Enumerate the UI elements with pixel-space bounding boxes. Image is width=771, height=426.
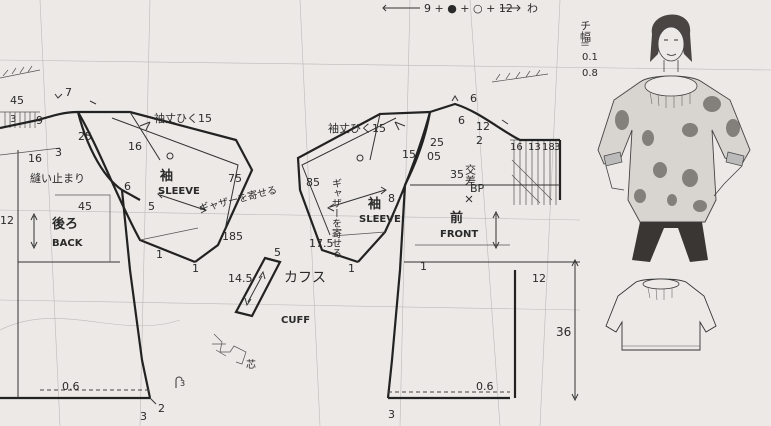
- back-sleeve-title: 袖丈ひく15: [154, 111, 212, 125]
- back-sleeve: 袖丈ひく15 16 75 袖 SLEEVE ギャザーを寄せる 185 1: [77, 110, 279, 275]
- back-label-jp: 後ろ: [52, 216, 78, 232]
- front-sleeve-n175: 17.5: [309, 237, 334, 250]
- back-n7: 7: [65, 86, 72, 99]
- cuff-label-jp: カフス: [284, 270, 326, 286]
- front-n06: 0.6: [476, 380, 494, 393]
- back-n3a: 3: [10, 114, 16, 125]
- back-bodice: 45 3 7 9 25 16 3 縫い止まり 12 45 6 5 1 後ろ BA…: [0, 65, 185, 423]
- back-sleeve-gather: ギャザーを寄せる: [198, 183, 279, 215]
- back-n45b: 45: [78, 200, 92, 213]
- side-note: チ幅 ＝ 0.1 0.8: [579, 20, 598, 79]
- legend-wa: わ: [527, 2, 538, 15]
- cuff-n5: 5: [274, 246, 281, 259]
- back-n3b: 3: [55, 146, 62, 159]
- back-sleeve-label-jp: 袖: [160, 168, 173, 184]
- back-n16a: 16: [28, 152, 42, 165]
- back-n3c: 3: [140, 410, 147, 423]
- front-n12a: 12: [476, 120, 490, 133]
- cuff-label-en: CUFF: [281, 315, 310, 326]
- side-note-v2: 0.8: [582, 68, 598, 79]
- back-n45a: 45: [10, 94, 24, 107]
- back-stop: 縫い止まり: [30, 171, 85, 185]
- side-note-sep: ＝: [580, 40, 590, 51]
- back-sleeve-n16: 16: [128, 140, 142, 153]
- back-n12: 12: [0, 214, 14, 227]
- back-n06: 0.6: [62, 380, 80, 393]
- back-sleeve-n185: 185: [222, 230, 243, 243]
- cuff: 5 14.5 カフス CUFF 芯: [212, 246, 326, 371]
- front-label-en: FRONT: [440, 229, 478, 240]
- front-n16: 16: [510, 142, 523, 153]
- front-n2: 2: [476, 134, 483, 147]
- front-n1: 1: [420, 260, 427, 273]
- front-sleeve-title: 袖丈ひく15: [328, 121, 386, 135]
- cuff-n145: 14.5: [228, 272, 253, 285]
- front-sleeve-n15: 15: [402, 148, 416, 161]
- front-sleeve-n1: 1: [348, 262, 355, 275]
- front-diff: 交差: [464, 163, 477, 186]
- front-n36: 36: [556, 325, 571, 339]
- front-n6a: 6: [470, 92, 477, 105]
- model-illustration: [597, 14, 751, 262]
- cuff-core: 芯: [246, 358, 256, 371]
- side-note-heading: チ幅: [579, 20, 592, 43]
- front-sleeve-gather: ギャザーを寄せる: [330, 178, 342, 258]
- legend-sequence: 9 + ● + ○ + 12: [424, 2, 513, 15]
- front-n12b: 12: [532, 272, 546, 285]
- back-n1: 1: [156, 248, 163, 261]
- front-n18: 18: [542, 142, 555, 153]
- side-note-v1: 0.1: [582, 52, 598, 63]
- front-sleeve: 袖丈ひく15 15 85 袖 SLEEVE ギャザーを寄せる 17.5 8 1: [296, 110, 432, 275]
- top-legend: 9 + ● + ○ + 12 わ: [382, 2, 538, 15]
- back-n6: 6: [124, 180, 131, 193]
- front-sleeve-n85: 85: [306, 176, 320, 189]
- flat-sketch: [605, 278, 717, 351]
- front-n05: 05: [427, 150, 441, 163]
- front-label-jp: 前: [450, 210, 463, 226]
- back-n9: 9: [36, 114, 43, 127]
- front-sleeve-label-jp: 袖: [368, 196, 381, 212]
- back-n2: 2: [158, 402, 165, 415]
- front-n3: 3: [554, 142, 560, 153]
- front-n3b: 3: [388, 408, 395, 421]
- front-bp: BP: [470, 182, 485, 195]
- front-sleeve-label-en: SLEEVE: [359, 214, 401, 225]
- front-n6b: 6: [458, 114, 465, 127]
- front-n25: 25: [430, 136, 444, 149]
- back-n5: 5: [148, 200, 155, 213]
- back-label-en: BACK: [52, 238, 84, 249]
- front-bodice: 6 25 05 6 12 2 16 13 18 3 交差 35 BP 前 FRO…: [386, 69, 580, 421]
- front-n13: 13: [528, 142, 541, 153]
- back-sleeve-n75: 75: [228, 172, 242, 185]
- back-small3: 3: [180, 379, 185, 388]
- front-n35: 35: [450, 168, 464, 181]
- back-sleeve-label-en: SLEEVE: [158, 186, 200, 197]
- front-sleeve-n8: 8: [388, 192, 395, 205]
- back-sleeve-n1: 1: [192, 262, 199, 275]
